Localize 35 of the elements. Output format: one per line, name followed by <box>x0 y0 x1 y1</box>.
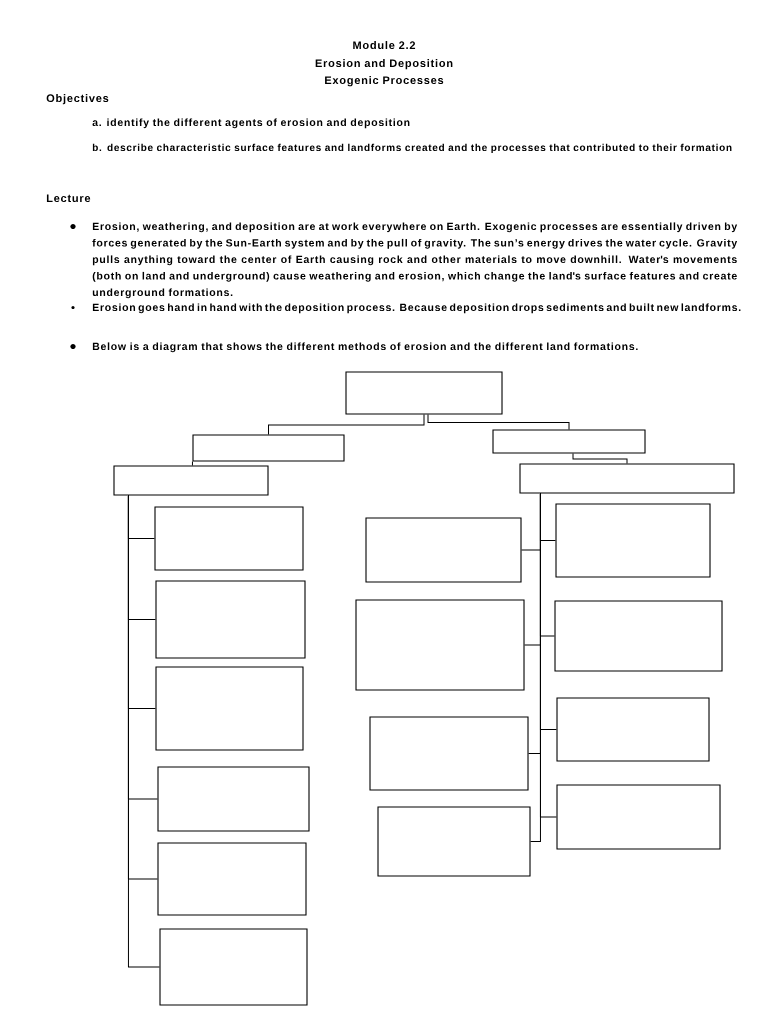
connector-line <box>427 414 570 430</box>
empty-box <box>377 806 531 877</box>
section-heading: Objectives <box>46 94 109 105</box>
empty-box <box>155 666 304 751</box>
empty-box <box>365 517 522 583</box>
empty-box <box>355 599 525 691</box>
objective-text: a. identify the different agents of erosion and deposition <box>92 118 410 129</box>
empty-box <box>345 371 503 415</box>
connector-line <box>268 414 425 435</box>
empty-box <box>519 463 735 494</box>
empty-box <box>554 600 723 672</box>
paragraph: Below is a diagram that shows the different methods of erosion and the different land formations. <box>92 342 638 353</box>
connector-line <box>572 453 628 464</box>
subtitle: Exogenic Processes <box>325 76 444 87</box>
empty-box <box>113 465 269 496</box>
empty-box <box>192 434 345 462</box>
title: Module 2.2 <box>353 41 416 50</box>
empty-box <box>555 503 711 578</box>
section-heading: Lecture <box>46 194 91 203</box>
paragraph: Erosion goes hand in hand with the deposition process. Because deposition drops sediments and built new landforms. <box>92 303 741 314</box>
empty-box <box>556 784 721 850</box>
empty-box <box>157 766 310 832</box>
empty-box <box>369 716 529 791</box>
objective-text: b. describe characteristic surface features and landforms created and the processes that contributed to their formation <box>92 143 732 154</box>
connector-line <box>191 461 193 466</box>
connector-line <box>127 495 160 968</box>
connector-line <box>539 493 557 818</box>
empty-box <box>155 580 306 659</box>
empty-box <box>556 697 710 762</box>
subtitle: Erosion and Deposition <box>315 59 453 70</box>
paragraph: Erosion, weathering, and deposition are at work everywhere on Earth. Exogenic processes are essentially driven by forces generated by the Sun-Earth system and by the pull of gravity. The sun’s energy drives the water cycle. Gravity pulls anything toward the center of Earth causing rock and other materials to move downhill. Water's movements (both on land and underground) cause weathering and erosion, which change the land's surface features and create underground formations. <box>92 222 738 299</box>
empty-box <box>492 429 646 454</box>
empty-box <box>159 928 308 1006</box>
empty-box <box>157 842 307 916</box>
empty-box <box>154 506 304 571</box>
